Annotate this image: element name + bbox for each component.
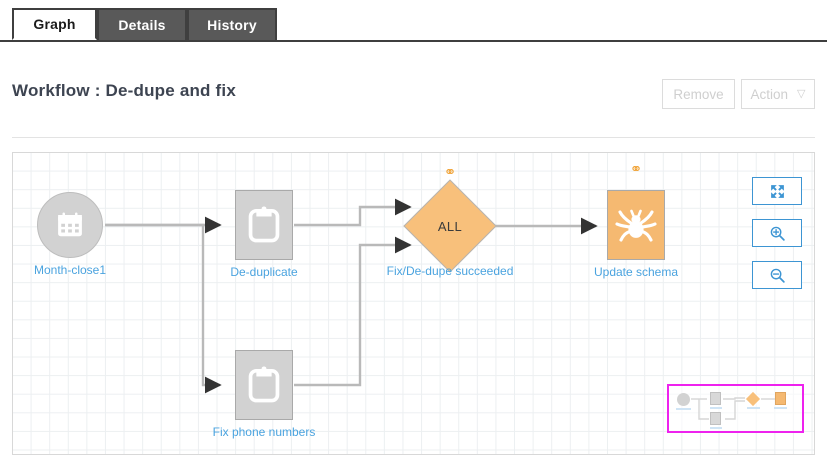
node-label: De-duplicate: [230, 265, 298, 279]
node-label: Month-close1: [33, 263, 107, 277]
node-label: Fix/De-dupe succeeded: [386, 264, 514, 278]
chevron-down-icon: ▽: [797, 87, 806, 100]
graph-edges: [105, 198, 598, 394]
zoom-in-icon: [770, 226, 785, 241]
graph-node-month-close1[interactable]: Month-close1: [34, 192, 106, 277]
fit-to-screen-button[interactable]: [752, 177, 802, 205]
node-shape-square: [607, 190, 665, 260]
minimap-label: [710, 407, 722, 409]
node-shape-square: [235, 190, 293, 260]
tab-details[interactable]: Details: [97, 8, 187, 40]
graph-node-fix-dedupe-succeeded[interactable]: ⚭ ALL Fix/De-dupe succeeded: [387, 165, 514, 278]
tab-graph[interactable]: Graph: [12, 8, 97, 40]
remove-button[interactable]: Remove: [662, 79, 735, 109]
minimap-label: [747, 407, 760, 409]
minimap-node-month-close1: [677, 393, 690, 406]
calendar-icon: [58, 212, 82, 237]
action-button-label: Action: [750, 86, 789, 102]
node-label: Fix phone numbers: [212, 425, 316, 439]
minimap-label: [710, 427, 722, 429]
spider-icon: [615, 209, 657, 242]
node-label: Update schema: [593, 265, 679, 279]
link-badge-icon: ⚭: [629, 161, 643, 178]
fit-to-screen-icon: [770, 184, 784, 198]
node-shape-circle: [37, 192, 103, 258]
action-button[interactable]: Action ▽: [741, 79, 815, 109]
zoom-in-button[interactable]: [752, 219, 802, 247]
tab-history[interactable]: History: [187, 8, 277, 40]
header-divider: [12, 137, 815, 138]
graph-node-de-duplicate[interactable]: De-duplicate: [230, 190, 298, 279]
graph-node-fix-phone-numbers[interactable]: Fix phone numbers: [213, 350, 315, 439]
link-badge-icon: ⚭: [443, 164, 457, 181]
tab-bar-underline: [0, 40, 827, 42]
workflow-canvas[interactable]: Month-close1 De-duplicate Fix phone numb…: [12, 152, 815, 455]
clipboard-icon: [248, 366, 280, 403]
minimap-node-de-duplicate: [710, 392, 721, 405]
minimap-label: [676, 408, 691, 410]
minimap-node-update-schema: [775, 392, 786, 405]
clipboard-icon: [248, 206, 280, 243]
minimap-node-fix-phone: [710, 412, 721, 425]
page-title: Workflow : De-dupe and fix: [12, 81, 237, 100]
minimap-edges: [691, 397, 775, 420]
zoom-out-icon: [770, 268, 785, 283]
minimap[interactable]: [667, 384, 804, 433]
zoom-out-button[interactable]: [752, 261, 802, 289]
node-inner-text: ALL: [437, 218, 463, 234]
minimap-label: [774, 407, 787, 409]
remove-button-label: Remove: [673, 86, 724, 102]
graph-node-update-schema[interactable]: ⚭ Update schema: [594, 162, 678, 279]
node-shape-square: [235, 350, 293, 420]
tab-bar: Graph Details History: [0, 0, 827, 42]
